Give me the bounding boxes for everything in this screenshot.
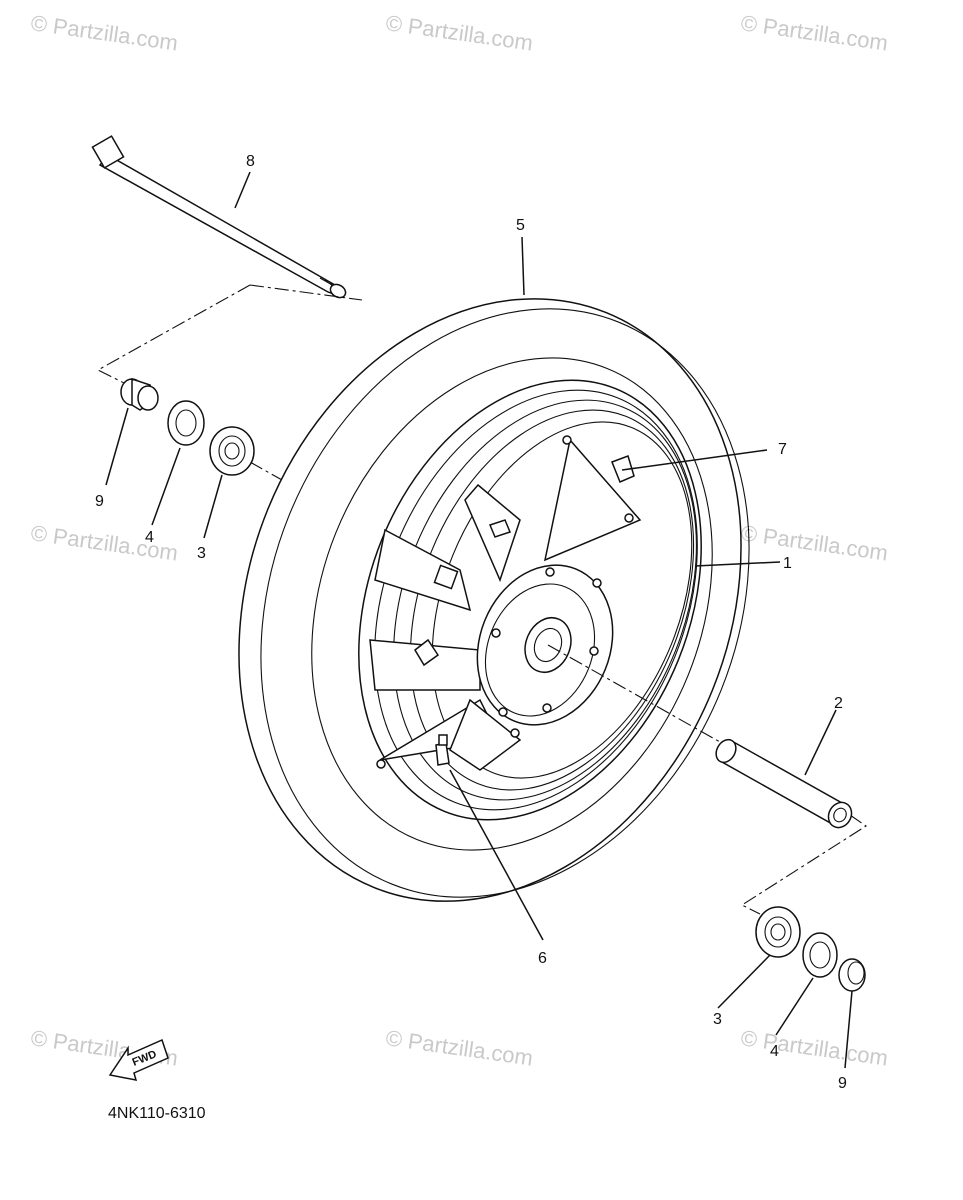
bearing-part-3-left bbox=[209, 426, 255, 476]
callout-2: 2 bbox=[834, 695, 843, 712]
bearing-part-3-right bbox=[755, 906, 801, 958]
watermark: © Partzilla.com bbox=[384, 1025, 534, 1070]
balance-weight-part-7 bbox=[611, 455, 635, 483]
callout-5: 5 bbox=[516, 217, 525, 234]
axis-line-left bbox=[96, 284, 363, 481]
forward-arrow-icon: FWD bbox=[108, 1038, 169, 1081]
watermark: © Partzilla.com bbox=[29, 10, 179, 55]
callout-8: 8 bbox=[246, 153, 255, 170]
watermark: © Partzilla.com bbox=[739, 1025, 889, 1070]
callout-9-right: 9 bbox=[838, 1075, 847, 1092]
watermark: © Partzilla.com bbox=[384, 10, 534, 55]
callout-4-left: 4 bbox=[145, 529, 154, 546]
callout-6: 6 bbox=[538, 950, 547, 967]
diagram-code: 4NK110-6310 bbox=[108, 1105, 206, 1122]
callout-4-right: 4 bbox=[770, 1043, 779, 1060]
callout-3-left: 3 bbox=[197, 545, 206, 562]
oil-seal-part-4-left bbox=[167, 400, 205, 446]
oil-seal-part-4-right bbox=[802, 932, 838, 978]
leader-lines bbox=[105, 171, 853, 1069]
valve-stem-part-6 bbox=[435, 734, 450, 766]
callout-9-left: 9 bbox=[95, 493, 104, 510]
wheel-spokes bbox=[369, 438, 642, 771]
collar-part-2 bbox=[715, 738, 853, 829]
axis-line-right bbox=[547, 644, 867, 915]
callout-1: 1 bbox=[783, 555, 792, 572]
callout-labels: 1 2 3 3 4 4 5 6 7 8 9 9 bbox=[95, 153, 847, 1092]
callout-3-right: 3 bbox=[713, 1011, 722, 1028]
axle-part-8 bbox=[91, 135, 347, 299]
watermark: © Partzilla.com bbox=[739, 520, 889, 565]
callout-7: 7 bbox=[778, 441, 787, 458]
watermark: © Partzilla.com bbox=[739, 10, 889, 55]
collar-part-9-left bbox=[120, 377, 159, 411]
collar-part-9-right bbox=[838, 958, 866, 992]
watermark: © Partzilla.com bbox=[29, 520, 179, 565]
wheel-hub bbox=[376, 435, 634, 769]
